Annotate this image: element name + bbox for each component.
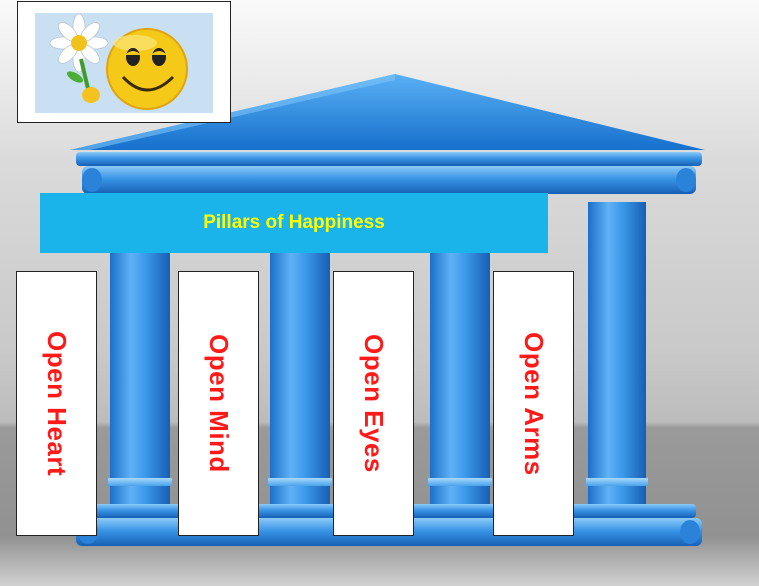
column-2 (270, 252, 330, 504)
beam-end-right (676, 168, 696, 192)
temple-roof (70, 74, 705, 150)
temple-lower-beam (82, 166, 696, 194)
pillar-label-box-4: Open Arms (493, 271, 574, 536)
temple-columns (108, 202, 648, 504)
temple-upper-beam (76, 152, 702, 166)
pillar-label-2: Open Mind (204, 334, 234, 473)
column-4-ring (586, 478, 648, 486)
column-4 (588, 202, 646, 504)
pillar-label-4: Open Arms (519, 331, 549, 476)
pillar-label-box-2: Open Mind (178, 271, 259, 536)
pillar-label-box-3: Open Eyes (333, 271, 414, 536)
logo-frame (17, 1, 231, 123)
column-1 (110, 252, 170, 504)
temple-roof-highlight (70, 74, 395, 150)
column-2-ring (268, 478, 332, 486)
beam-end-left (82, 168, 102, 192)
pillar-label-box-1: Open Heart (16, 271, 97, 536)
column-3 (430, 252, 490, 504)
base-end-right (680, 520, 700, 544)
smiley-with-daisy-icon (35, 13, 213, 113)
banner-title-box: Pillars of Happiness (40, 193, 548, 253)
banner-title: Pillars of Happiness (203, 212, 385, 233)
pillar-label-1: Open Heart (42, 330, 72, 477)
column-3-ring (428, 478, 492, 486)
column-1-ring (108, 478, 172, 486)
pillar-label-3: Open Eyes (359, 334, 389, 473)
